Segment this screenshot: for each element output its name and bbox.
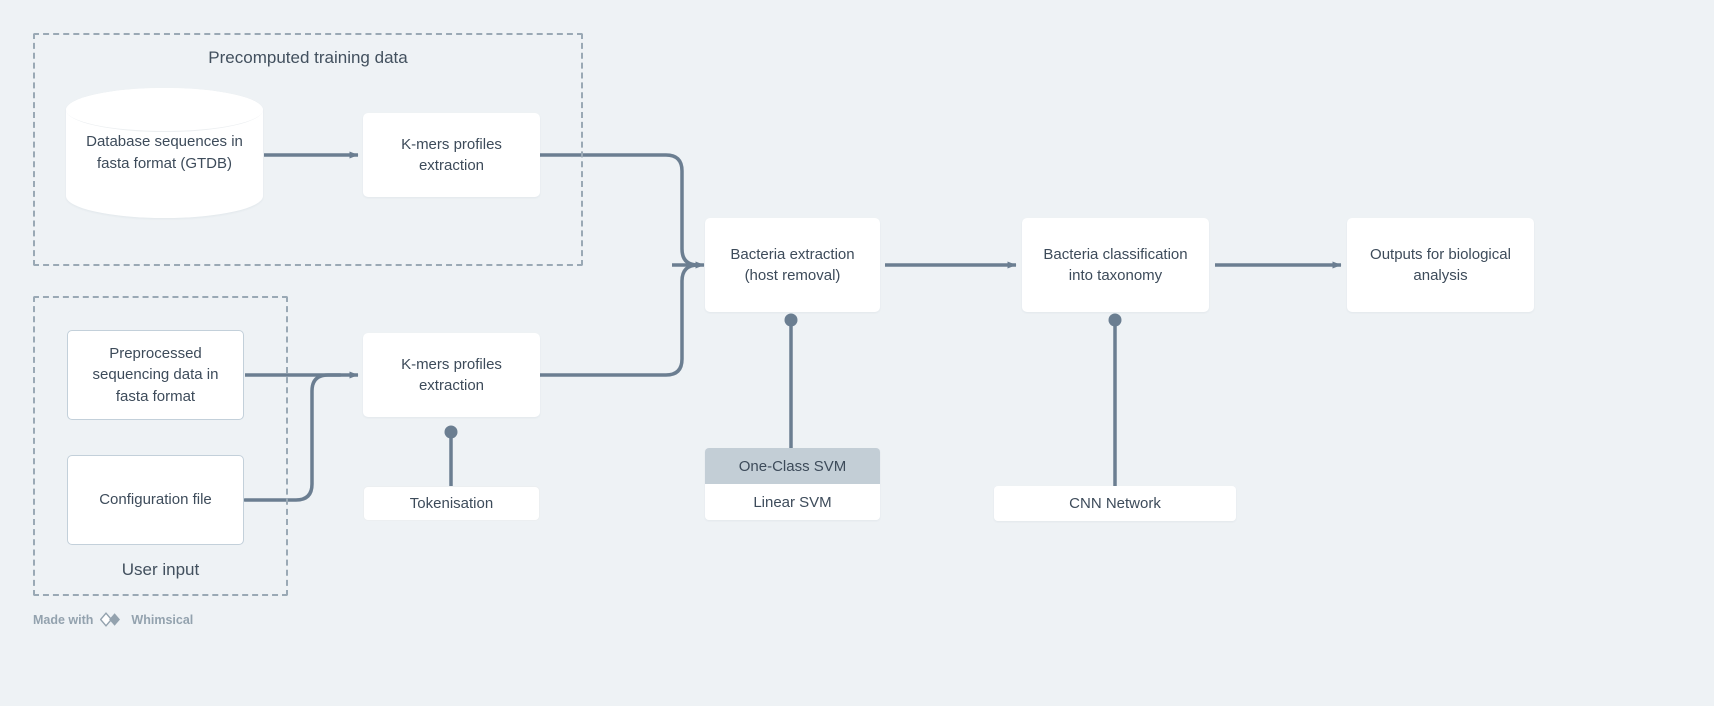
whimsical-logo-icon	[100, 612, 124, 627]
node-outputs-for-biological-analysis[interactable]: Outputs for biological analysis	[1347, 218, 1534, 312]
connector-dot-classification-models	[1108, 313, 1122, 327]
node-tokenisation[interactable]: Tokenisation	[363, 486, 540, 521]
node-preprocessed-sequencing-data[interactable]: Preprocessed sequencing data in fasta fo…	[67, 330, 244, 420]
node-database-sequences[interactable]: Database sequences in fasta format (GTDB…	[66, 88, 263, 218]
connector-dot-tokenisation	[444, 425, 458, 439]
group-label-precomputed-training-data: Precomputed training data	[208, 48, 408, 67]
group-label-user-input: User input	[121, 560, 200, 579]
group-precomputed-training-data	[33, 33, 583, 266]
wire-kmers-user-to-extraction	[538, 263, 701, 377]
node-kmers-profiles-extraction-user[interactable]: K-mers profiles extraction	[363, 333, 540, 417]
watermark-prefix: Made with	[33, 612, 94, 627]
option-one-class-svm[interactable]: One-Class SVM	[705, 448, 880, 484]
connector-dot-extraction-models	[784, 313, 798, 327]
node-configuration-file[interactable]: Configuration file	[67, 455, 244, 545]
node-database-sequences-label: Database sequences in fasta format (GTDB…	[86, 133, 243, 172]
node-kmers-profiles-extraction-training[interactable]: K-mers profiles extraction	[363, 113, 540, 197]
node-bacteria-extraction[interactable]: Bacteria extraction (host removal)	[705, 218, 880, 312]
cylinder-top-ellipse	[66, 88, 263, 132]
classification-model-options: CNN Network	[994, 486, 1236, 521]
watermark-brand: Whimsical	[131, 612, 194, 627]
group-user-input	[33, 296, 288, 596]
option-linear-svm[interactable]: Linear SVM	[705, 484, 880, 520]
option-cnn-network[interactable]: CNN Network	[994, 486, 1236, 521]
extraction-model-options: One-Class SVM Linear SVM	[705, 448, 880, 520]
node-bacteria-classification[interactable]: Bacteria classification into taxonomy	[1022, 218, 1209, 312]
whimsical-watermark: Made with Whimsical	[33, 612, 193, 627]
